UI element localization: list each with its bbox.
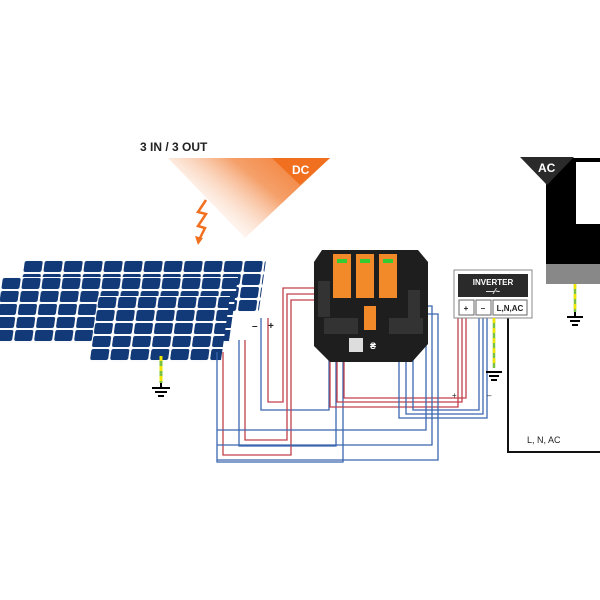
brand-logo: ₴ [370, 341, 376, 351]
dc-corner [272, 158, 330, 185]
inverter-input-plus: + [452, 391, 457, 400]
ac-triangle [520, 157, 574, 185]
inverter-symbol: —⁄~ [486, 287, 500, 296]
wire-red [244, 293, 318, 441]
wire-red [267, 287, 318, 403]
qr-code [349, 338, 363, 352]
dc-label: DC [292, 163, 310, 177]
ac-line-label: L, N, AC [527, 435, 561, 445]
inverter-input-minus: – [487, 391, 492, 400]
inverter: INVERTER —⁄~ + – L,N,AC [453, 269, 533, 319]
dc-zone: DC [168, 158, 330, 238]
panel-minus-label: – [252, 321, 258, 332]
inverter-title: INVERTER [473, 278, 514, 287]
heading: 3 IN / 3 OUT [140, 140, 208, 154]
wire-blue [216, 352, 344, 463]
wire-blue [260, 318, 330, 411]
ground-ac [567, 284, 583, 326]
protector-module [379, 254, 397, 298]
ac-label: AC [538, 161, 556, 175]
inverter-terminal-ac: L,N,AC [497, 304, 524, 313]
panel-plus-label: + [268, 321, 274, 332]
wire-blue [238, 340, 337, 447]
lightning-icon [195, 199, 209, 245]
solar-array: – + [0, 260, 274, 362]
ac-zone: AC [520, 157, 600, 284]
wire-red [222, 299, 318, 456]
solar-panel-front [88, 296, 230, 362]
protector-module [356, 254, 374, 298]
ground-inverter [486, 318, 502, 381]
dc-wiring [216, 287, 600, 463]
protector-module [333, 254, 351, 298]
surge-protection-box: ₴ [314, 250, 428, 362]
ac-wire [507, 318, 600, 453]
ground-panels [152, 356, 170, 397]
ac-base [546, 264, 600, 284]
inverter-terminal-minus: – [481, 304, 486, 313]
inverter-terminal-plus: + [464, 304, 469, 313]
dc-triangle [168, 158, 330, 238]
